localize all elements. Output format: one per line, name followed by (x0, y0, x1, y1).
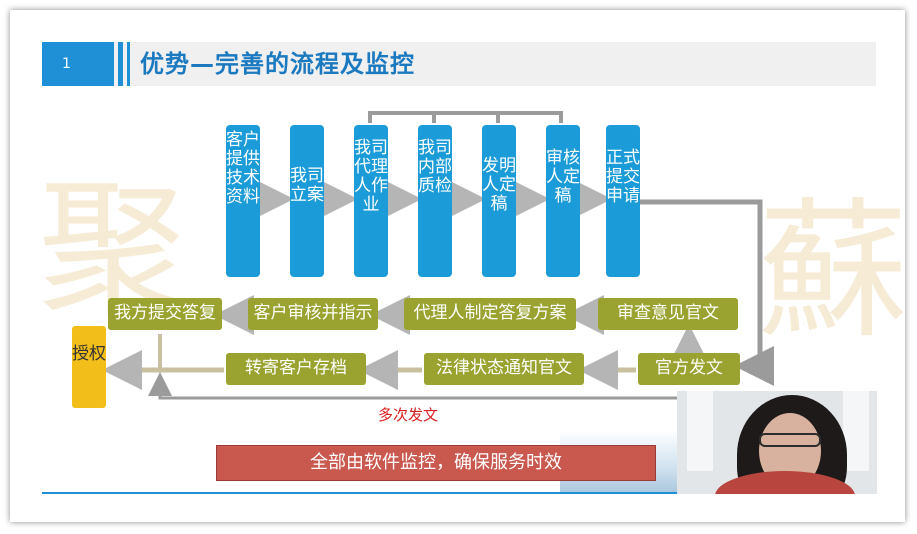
step-examination-opinion: 审查意见官文 (598, 298, 738, 330)
step-case-filing: 我司立案 (290, 125, 324, 277)
step-submit-response: 我方提交答复 (108, 298, 222, 330)
step-forward-archive: 转寄客户存档 (226, 353, 366, 385)
webcam-overlay (677, 391, 877, 494)
step-reviewer-final: 审核人定稿 (546, 125, 580, 277)
step-agent-response-plan: 代理人制定答复方案 (404, 298, 576, 330)
step-official-issue: 官方发文 (638, 353, 740, 385)
step-client-provides-materials: 客户提供技术资料 (226, 125, 260, 277)
title-strip (127, 42, 130, 86)
footer-line (42, 492, 677, 494)
step-client-review: 客户审核并指示 (248, 298, 378, 330)
title-bar (42, 42, 876, 86)
webcam-window (687, 391, 713, 471)
webcam-window (843, 391, 869, 471)
step-inventor-final: 发明人定稿 (482, 125, 516, 277)
step-grant: 授权 (72, 326, 106, 408)
webcam-person-glasses (759, 433, 821, 447)
step-internal-qc: 我司内部质检 (418, 125, 452, 277)
webcam-person-body (715, 471, 855, 494)
title-strip (118, 42, 123, 86)
loop-label: 多次发文 (378, 406, 439, 424)
monitor-banner: 全部由软件监控，确保服务时效 (216, 445, 656, 481)
slide-number: 1 (42, 42, 114, 86)
slide-title: 优势—完善的流程及监控 (140, 50, 415, 78)
watermark-right: 蘇 (758, 185, 909, 359)
step-legal-status-notice: 法律状态通知官文 (424, 353, 584, 385)
step-agent-work: 我司代理人作业 (354, 125, 388, 277)
step-formal-submission: 正式提交申请 (606, 125, 640, 277)
